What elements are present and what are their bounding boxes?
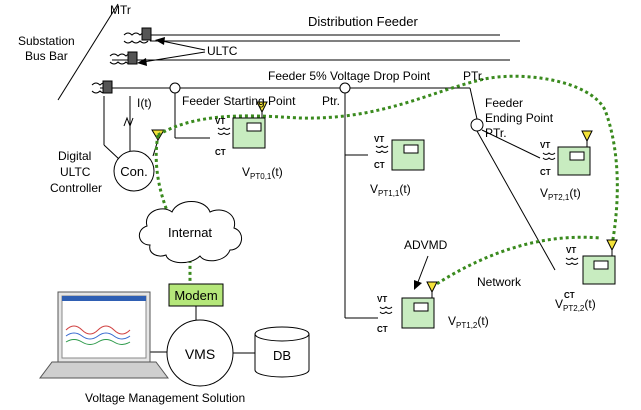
sensor-group-pt21: VT CT VPT2,1(t)	[540, 130, 593, 202]
advmd-arrowhead	[414, 280, 422, 290]
cloud-shape	[139, 201, 242, 264]
current-label: I(t)	[137, 96, 152, 110]
branch-line-2a	[481, 129, 541, 159]
advmd-device-icon	[582, 255, 616, 285]
ending-point-label-2: Ending Point	[485, 111, 554, 125]
controller-label: Con.	[120, 164, 147, 179]
laptop-keyboard	[39, 361, 169, 379]
bus-bar-label: Bus Bar	[25, 49, 68, 63]
laptop-screen	[61, 295, 147, 359]
vt-label: VT	[540, 141, 550, 150]
controller-link	[103, 144, 121, 161]
db-label: DB	[273, 348, 291, 363]
antenna-icon	[256, 101, 268, 114]
modem-label: Modem	[174, 288, 217, 303]
solution-label: Voltage Management Solution	[85, 391, 245, 405]
ultc-controller-label: ULTC	[60, 165, 91, 179]
screen-trace-3	[65, 339, 131, 345]
internet-cloud-icon: Internat	[139, 201, 242, 264]
branch-line-2b	[476, 130, 556, 271]
starting-point-ptr-label: Ptr.	[322, 94, 340, 108]
digital-label: Digital	[58, 149, 91, 163]
ultc-arrowhead-1	[155, 37, 165, 45]
substation-label: Substation	[18, 34, 75, 48]
sensor-label: VPT0,1(t)	[242, 165, 283, 181]
ending-point-node	[470, 118, 484, 132]
vt-coil-icon	[542, 152, 556, 160]
ultc-arrow-1	[161, 40, 206, 51]
device-display	[246, 122, 262, 132]
sensor-group-pt11: VT CT VPT1,1(t)	[370, 135, 425, 198]
sensor-label: VPT2,1(t)	[540, 186, 581, 202]
sensor-label: VPT2,2(t)	[555, 297, 596, 313]
drop-point-ptr-label: PTr.	[463, 69, 485, 83]
mtr-core-2	[127, 51, 138, 65]
antenna-icon	[606, 239, 618, 252]
mtr-transformer-3	[91, 80, 113, 94]
bus-bar-line	[57, 3, 119, 101]
device-display	[569, 151, 585, 161]
vt-coil-icon	[375, 145, 389, 153]
mtr-core-3	[102, 80, 113, 94]
advmd-label: ADVMD	[404, 238, 448, 252]
vt-coil-icon	[217, 127, 231, 135]
drop-point-node	[339, 82, 351, 94]
mtr-label: MTr	[110, 3, 131, 17]
internet-label: Internat	[168, 225, 212, 240]
starting-point-label: Feeder Starting Point	[182, 94, 296, 108]
vt-coil-icon	[379, 306, 393, 314]
advmd-arrow	[417, 255, 429, 283]
mtr-core-1	[141, 27, 152, 41]
vt-coil-icon	[565, 257, 579, 265]
screen-trace-1	[65, 325, 131, 335]
ct-label: CT	[215, 148, 226, 157]
device-display	[593, 260, 609, 270]
network-link-main	[157, 74, 619, 246]
mtr-transformer-1	[123, 27, 152, 44]
ct-label: CT	[564, 291, 575, 300]
network-link-branch	[431, 235, 601, 289]
ct-label: CT	[540, 168, 551, 177]
ending-point-label-1: Feeder	[485, 96, 523, 110]
vt-label: VT	[377, 295, 387, 304]
device-display	[413, 302, 429, 312]
vms-label: VMS	[185, 346, 215, 362]
vt-label: VT	[374, 135, 384, 144]
ending-point-link	[469, 87, 478, 120]
vt-label: VT	[566, 246, 576, 255]
database-icon: DB	[254, 326, 310, 378]
antenna-icon	[426, 281, 438, 294]
mtr-transformer-2	[109, 51, 138, 65]
sensor-group-pt01: VT CT VPT0,1(t)	[215, 101, 283, 181]
laptop-titlebar	[62, 296, 146, 301]
controller-label-text: Controller	[50, 181, 102, 195]
antenna-icon	[581, 130, 593, 143]
ct-label: CT	[377, 325, 388, 334]
advmd-device-icon	[557, 146, 591, 176]
ct-label: CT	[374, 161, 385, 170]
sensor-group-pt22: VT CT VPT2,2(t)	[555, 239, 618, 313]
network-label: Network	[477, 275, 522, 289]
device-display	[403, 144, 419, 154]
sensor-group-pt12: VT CT VPT1,2(t)	[377, 281, 489, 334]
drop-point-label: Feeder 5% Voltage Drop Point	[268, 69, 431, 83]
sensor-label: VPT1,2(t)	[448, 314, 489, 330]
ultc-arrowhead-2	[137, 58, 147, 66]
starting-point-node	[169, 82, 181, 94]
current-transformer-symbol	[123, 116, 134, 128]
distribution-feeder-label: Distribution Feeder	[308, 14, 418, 29]
ending-point-label-3: PTr.	[485, 126, 507, 140]
controller-circle	[113, 150, 155, 192]
screen-trace-2	[65, 332, 131, 340]
laptop-icon	[39, 291, 169, 379]
ultc-arrow-2	[142, 51, 206, 63]
sensor-label: VPT1,1(t)	[370, 182, 411, 198]
ultc-label: ULTC	[207, 44, 238, 58]
vt-label: VT	[215, 117, 225, 126]
